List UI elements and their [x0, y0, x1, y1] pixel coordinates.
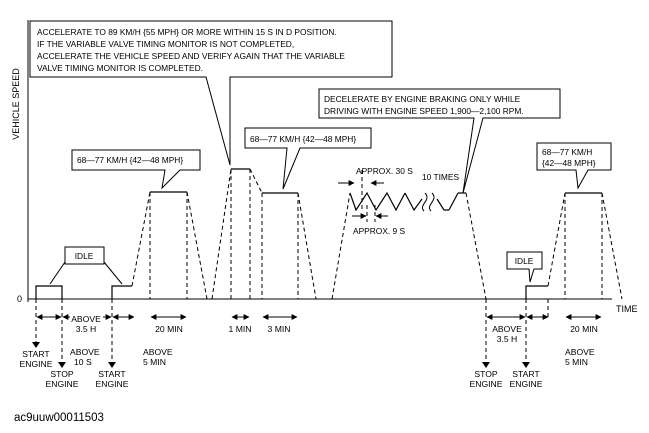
svg-text:IDLE: IDLE	[75, 251, 94, 261]
svg-text:68—77 KM/H {42—48 MPH}: 68—77 KM/H {42—48 MPH}	[77, 155, 183, 165]
ramp	[249, 168, 263, 194]
idle-callout-b: IDLE	[506, 251, 543, 283]
event-label: ENGINE	[470, 379, 503, 389]
break-symbol	[404, 192, 449, 212]
idle-callout-a: IDLE	[49, 246, 123, 285]
decel-note-callout: DECELERATE BY ENGINE BRAKING ONLY WHILE …	[318, 88, 561, 194]
svg-text:68—77 KM/H {42—48 MPH}: 68—77 KM/H {42—48 MPH}	[250, 134, 356, 144]
sawtooth-segment	[448, 192, 459, 211]
event-label: START	[98, 369, 126, 379]
start-engine-arrow	[32, 342, 40, 348]
idle-segment-3	[525, 285, 548, 299]
duration-arrows	[36, 299, 602, 320]
duration-label: 5 MIN	[565, 357, 588, 367]
svg-text:ACCELERATE TO 89 KM/H {55 MPH}: ACCELERATE TO 89 KM/H {55 MPH} OR MORE W…	[37, 27, 337, 37]
duration-label: 5 MIN	[143, 357, 166, 367]
svg-text:DRIVING WITH ENGINE SPEED 1,90: DRIVING WITH ENGINE SPEED 1,900—2,100 RP…	[324, 106, 524, 116]
ramp	[297, 192, 317, 300]
duration-label: 10 S	[74, 357, 92, 367]
duration-label: ABOVE	[70, 347, 100, 357]
svg-text:DECELERATE BY ENGINE BRAKING O: DECELERATE BY ENGINE BRAKING ONLY WHILE	[324, 94, 521, 104]
speed-range-callout-b: 68—77 KM/H {42—48 MPH}	[244, 127, 372, 190]
y-axis-label: VEHICLE SPEED	[11, 68, 21, 140]
event-label: START	[512, 369, 540, 379]
ramp	[547, 192, 566, 287]
duration-label: ABOVE	[143, 347, 173, 357]
event-label: START	[22, 349, 50, 359]
ramp	[131, 191, 151, 287]
start-engine-arrow	[108, 362, 116, 368]
event-label: ENGINE	[46, 379, 79, 389]
approx-9s-annotation: APPROX. 9 S	[352, 205, 406, 236]
svg-text:68—77 KM/H: 68—77 KM/H	[542, 147, 592, 157]
duration-label: 20 MIN	[155, 324, 183, 334]
event-label: STOP	[474, 369, 498, 379]
sawtooth-segment	[349, 191, 406, 212]
idle-segment-2	[111, 285, 132, 299]
ramp	[465, 192, 487, 300]
duration-label: ABOVE	[492, 324, 522, 334]
idle-segment-1	[35, 285, 63, 299]
ramp	[211, 168, 232, 300]
break-symbol	[422, 192, 435, 212]
duration-label: 3 MIN	[268, 324, 291, 334]
svg-text:APPROX. 9 S: APPROX. 9 S	[353, 226, 406, 236]
event-label: STOP	[50, 369, 74, 379]
duration-label: 20 MIN	[570, 324, 598, 334]
duration-label: ABOVE	[565, 347, 595, 357]
event-label: ENGINE	[20, 359, 53, 369]
svg-text:{42—48 MPH}: {42—48 MPH}	[542, 158, 596, 168]
event-label: ENGINE	[510, 379, 543, 389]
svg-text:ACCELERATE THE VEHICLE SPEED A: ACCELERATE THE VEHICLE SPEED AND VERIFY …	[37, 51, 345, 61]
top-note-callout: ACCELERATE TO 89 KM/H {55 MPH} OR MORE W…	[29, 20, 393, 166]
speed-range-callout-a: 68—77 KM/H {42—48 MPH}	[71, 149, 201, 190]
stop-engine-arrow	[482, 362, 490, 368]
duration-label: 3.5 H	[497, 334, 518, 344]
speed-range-callout-c: 68—77 KM/H {42—48 MPH}	[536, 142, 612, 190]
duration-label: 1 MIN	[229, 324, 252, 334]
start-engine-arrow	[522, 362, 530, 368]
ramp	[331, 192, 351, 300]
stop-engine-arrow	[58, 362, 66, 368]
ramp	[186, 191, 208, 300]
svg-text:IDLE: IDLE	[515, 256, 534, 266]
origin-label: 0	[17, 294, 22, 304]
figure-id: ac9uuw00011503	[14, 412, 104, 424]
duration-label: 3.5 H	[76, 324, 97, 334]
approx-30s-annotation: APPROX. 30 S	[338, 166, 413, 210]
svg-text:IF THE VARIABLE VALVE TIMING M: IF THE VARIABLE VALVE TIMING MONITOR IS …	[37, 39, 294, 49]
svg-text:APPROX. 30 S: APPROX. 30 S	[356, 166, 413, 176]
duration-label: ABOVE	[71, 314, 101, 324]
event-label: ENGINE	[96, 379, 129, 389]
svg-text:VALVE TIMING MONITOR IS COMPLE: VALVE TIMING MONITOR IS COMPLETED.	[37, 63, 203, 73]
x-axis-label: TIME	[616, 304, 638, 314]
repeat-count-label: 10 TIMES	[422, 172, 459, 182]
ramp	[601, 192, 623, 300]
